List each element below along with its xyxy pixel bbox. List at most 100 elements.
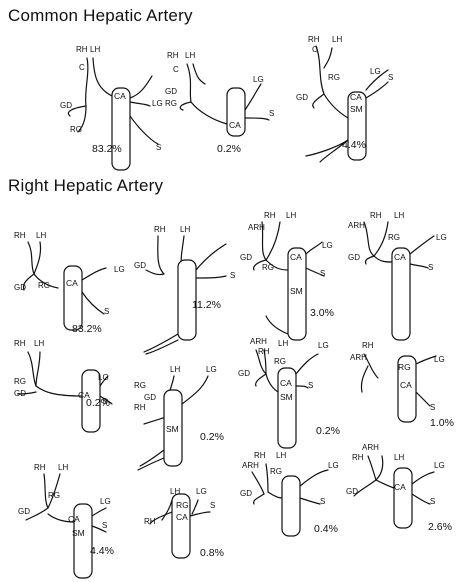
artery-branch <box>195 275 227 279</box>
artery-branch <box>265 373 279 393</box>
frequency-percent: 0.2% <box>217 143 241 155</box>
artery-branch <box>157 235 165 275</box>
vessel-label: ARH <box>362 443 379 452</box>
trunk-label: CA <box>78 390 90 400</box>
frequency-percent: 11.2% <box>192 299 221 311</box>
trunk-label: SM <box>290 286 303 296</box>
artery-branch <box>67 105 87 117</box>
vessel-label: RG <box>388 233 400 242</box>
vessel-label: GD <box>240 489 252 498</box>
vessel-label: RH <box>258 347 270 356</box>
artery-branch <box>411 471 435 485</box>
artery-branch <box>415 355 437 365</box>
vessel-label: GD <box>238 369 250 378</box>
vessel-label: RG <box>165 99 177 108</box>
vessel-label: RG <box>48 491 60 500</box>
artery-branch <box>365 81 389 99</box>
aorta-trunk <box>347 91 367 161</box>
vessel-label: LG <box>370 67 381 76</box>
trunk-label: CA <box>68 514 80 524</box>
artery-branch <box>365 69 389 91</box>
frequency-percent: 83.2% <box>92 143 122 155</box>
vessel-label: S <box>430 497 435 506</box>
vessel-label: GD <box>144 393 156 402</box>
aorta-trunk <box>287 247 307 341</box>
vessel-label: LH <box>332 35 342 44</box>
artery-branch <box>192 63 206 85</box>
trunk-label: CA <box>66 278 78 288</box>
aorta-trunk <box>397 355 417 423</box>
vessel-label: LG <box>152 99 163 108</box>
trunk-label: CA <box>176 512 188 522</box>
artery-branch <box>33 273 59 289</box>
frequency-percent: 4.4% <box>342 139 366 151</box>
vessel-label: RG <box>134 381 146 390</box>
artery-branch <box>92 57 113 97</box>
artery-branch <box>181 375 209 405</box>
vessel-label: RH <box>14 339 26 348</box>
vessel-label: C <box>312 45 318 54</box>
vessel-label: LH <box>58 463 68 472</box>
aorta-trunk <box>63 265 83 331</box>
vessel-label: LH <box>90 45 100 54</box>
artery-branch <box>363 221 375 257</box>
vessel-label: GD <box>134 261 146 270</box>
trunk-label: CA <box>394 482 406 492</box>
artery-branch <box>409 235 435 255</box>
vessel-label: RH <box>144 517 156 526</box>
artery-branch <box>35 351 41 387</box>
artery-branch <box>265 259 289 271</box>
artery-branch <box>244 83 262 111</box>
vessel-label: GD <box>165 87 177 96</box>
frequency-percent: 3.0% <box>310 307 334 319</box>
artery-branch <box>35 385 83 397</box>
vessel-label: RH <box>362 341 374 350</box>
vessel-label: S <box>430 403 435 412</box>
artery-branch <box>27 241 35 275</box>
frequency-percent: 0.2% <box>200 431 224 443</box>
artery-branch <box>255 349 267 375</box>
vessel-label: LH <box>276 451 286 460</box>
artery-branch <box>129 75 153 99</box>
vessel-label: S <box>269 109 274 118</box>
artery-branch <box>33 241 42 275</box>
vessel-label: S <box>230 271 235 280</box>
vessel-label: RG <box>274 357 286 366</box>
frequency-percent: 1.0% <box>430 417 454 429</box>
trunk-label: RG <box>176 500 189 510</box>
vessel-label: S <box>102 521 107 530</box>
artery-branch <box>161 499 173 521</box>
vessel-label: LG <box>322 241 333 250</box>
vessel-label: RG <box>70 125 82 134</box>
vessel-label: ARH <box>250 337 267 346</box>
vessel-label: GD <box>14 389 26 398</box>
artery-branch <box>25 507 49 521</box>
artery-branch <box>145 339 179 355</box>
vessel-label: RG <box>262 263 274 272</box>
artery-branch <box>99 395 113 405</box>
frequency-percent: 0.2% <box>86 397 110 409</box>
vessel-label: S <box>388 73 393 82</box>
artery-branch <box>411 493 431 505</box>
vessel-label: C <box>173 65 179 74</box>
vessel-label: RH <box>370 211 382 220</box>
vessel-label: RG <box>14 377 26 386</box>
trunk-label: SM <box>350 104 363 114</box>
artery-branch <box>186 63 192 103</box>
artery-branch <box>195 243 227 271</box>
trunk-label: CA <box>394 252 406 262</box>
vessel-label: LH <box>170 365 180 374</box>
artery-branch <box>145 269 165 276</box>
frequency-percent: 2.6% <box>428 521 452 533</box>
vessel-label: LG <box>114 265 125 274</box>
artery-branch <box>305 241 323 255</box>
vessel-label: C <box>79 63 85 72</box>
